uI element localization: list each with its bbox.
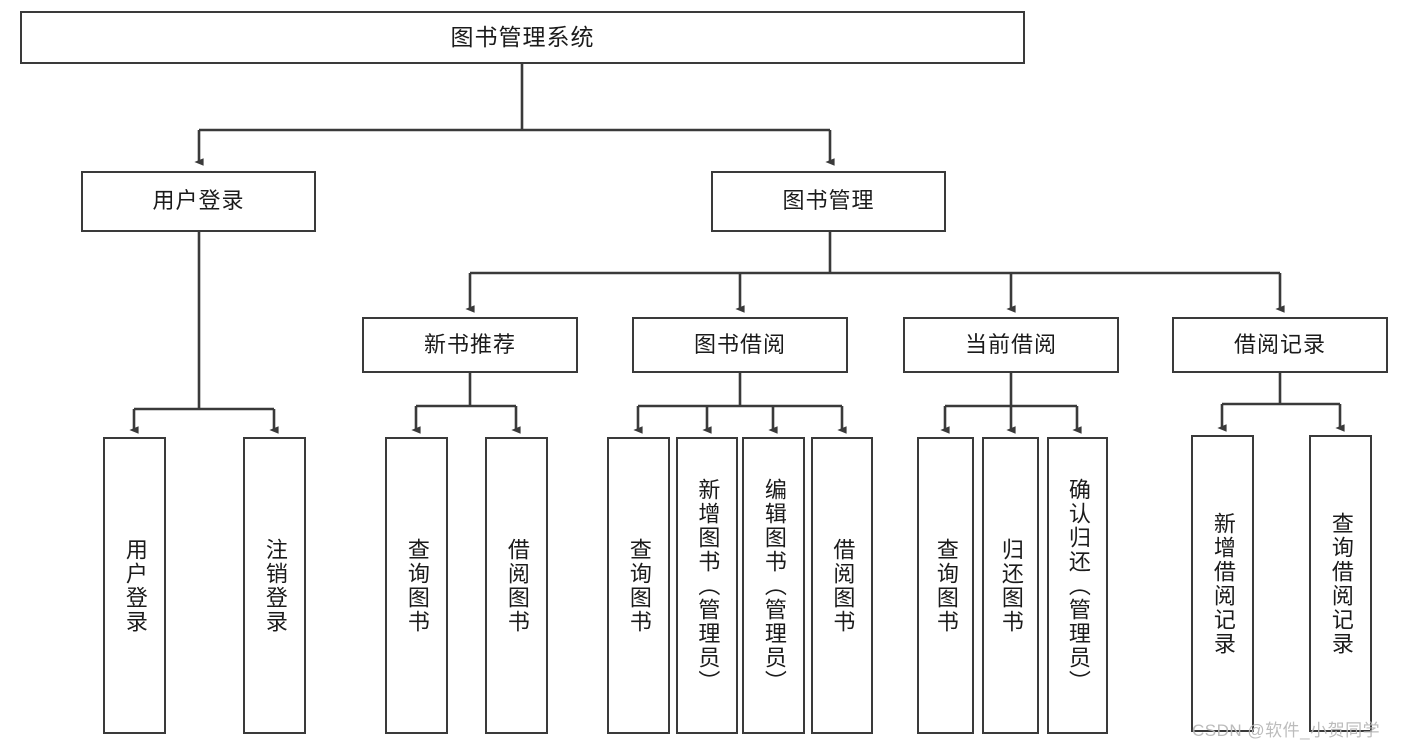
leaf-book-borrow-query-books[interactable]: 查询图书	[607, 437, 670, 734]
node-book-borrow[interactable]: 图书借阅	[632, 317, 848, 373]
node-root-book-management-system[interactable]: 图书管理系统	[20, 11, 1025, 64]
leaf-book-borrow-add-book-admin[interactable]: 新增图书（管理员）	[676, 437, 738, 734]
leaf-book-borrow-borrow-books[interactable]: 借阅图书	[811, 437, 873, 734]
leaf-user-login-login[interactable]: 用户登录	[103, 437, 166, 734]
node-book-management[interactable]: 图书管理	[711, 171, 946, 232]
leaf-new-book-query-books[interactable]: 查询图书	[385, 437, 448, 734]
node-new-book-recommend[interactable]: 新书推荐	[362, 317, 578, 373]
leaf-current-borrow-confirm-return-admin[interactable]: 确认归还（管理员）	[1047, 437, 1108, 734]
node-user-login[interactable]: 用户登录	[81, 171, 316, 232]
node-current-borrow[interactable]: 当前借阅	[903, 317, 1119, 373]
leaf-new-book-borrow-books[interactable]: 借阅图书	[485, 437, 548, 734]
node-borrow-record[interactable]: 借阅记录	[1172, 317, 1388, 373]
leaf-current-borrow-query-books[interactable]: 查询图书	[917, 437, 974, 734]
leaf-borrow-record-query-record[interactable]: 查询借阅记录	[1309, 435, 1372, 732]
csdn-watermark: CSDN @软件_小贺同学	[1192, 721, 1381, 740]
leaf-borrow-record-add-record[interactable]: 新增借阅记录	[1191, 435, 1254, 732]
leaf-current-borrow-return-books[interactable]: 归还图书	[982, 437, 1039, 734]
leaf-user-login-logout[interactable]: 注销登录	[243, 437, 306, 734]
leaf-book-borrow-edit-book-admin[interactable]: 编辑图书（管理员）	[742, 437, 805, 734]
